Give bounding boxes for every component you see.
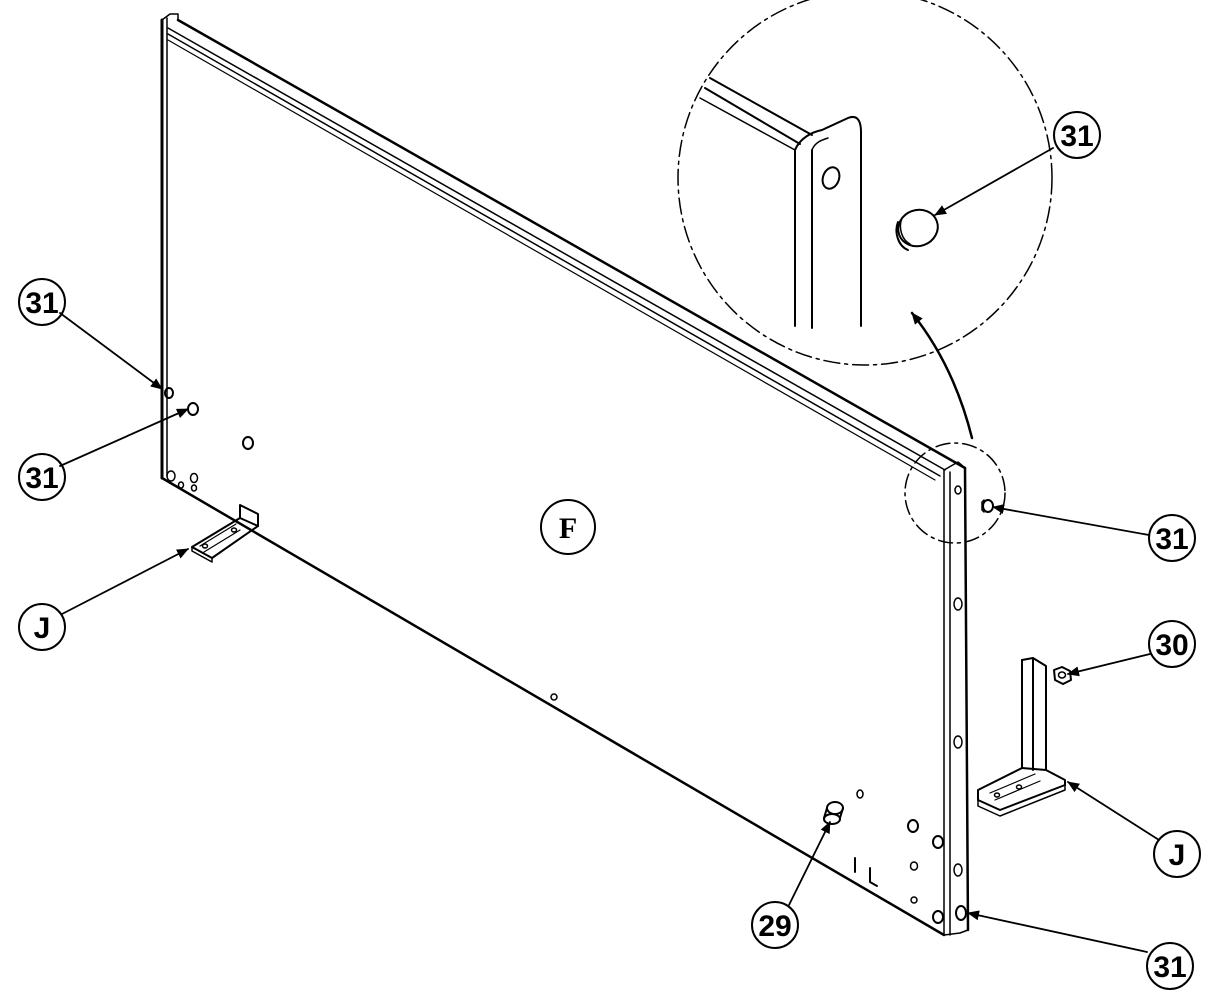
section-label-f: F [540, 499, 596, 555]
callout-j-right: J [1153, 830, 1201, 878]
panel-holes [164, 387, 967, 924]
callout-31-right-bottom: 31 [1146, 942, 1194, 990]
callout-31-left-lower: 31 [18, 453, 66, 501]
svg-text:J: J [1169, 839, 1186, 872]
bracket-part-right [977, 657, 1066, 817]
callout-30: 30 [1148, 620, 1196, 668]
callout-31-right-mid: 31 [1148, 514, 1196, 562]
detail-source-circle [904, 442, 1006, 544]
svg-text:31: 31 [1060, 120, 1093, 153]
svg-text:31: 31 [1155, 523, 1188, 556]
detail-view [677, 0, 1053, 366]
callout-29: 29 [751, 901, 799, 949]
detail-arrow [910, 311, 974, 440]
svg-text:31: 31 [1153, 951, 1186, 984]
callout-j-left: J [18, 603, 66, 651]
leader-lines [59, 147, 1160, 953]
plug-part-right-mid [981, 499, 994, 513]
callout-31-detail: 31 [1053, 111, 1101, 159]
bracket-part-left [191, 504, 259, 563]
nut-part [1053, 666, 1072, 685]
svg-text:F: F [559, 512, 577, 545]
plug-part-left-lower [187, 402, 199, 416]
svg-text:31: 31 [25, 462, 58, 495]
screw-part [823, 801, 844, 825]
callout-31-left-upper: 31 [18, 278, 66, 326]
svg-text:31: 31 [25, 287, 58, 320]
svg-text:29: 29 [758, 910, 791, 943]
svg-text:J: J [34, 612, 51, 645]
svg-text:30: 30 [1155, 629, 1188, 662]
panel-body [160, 13, 970, 937]
